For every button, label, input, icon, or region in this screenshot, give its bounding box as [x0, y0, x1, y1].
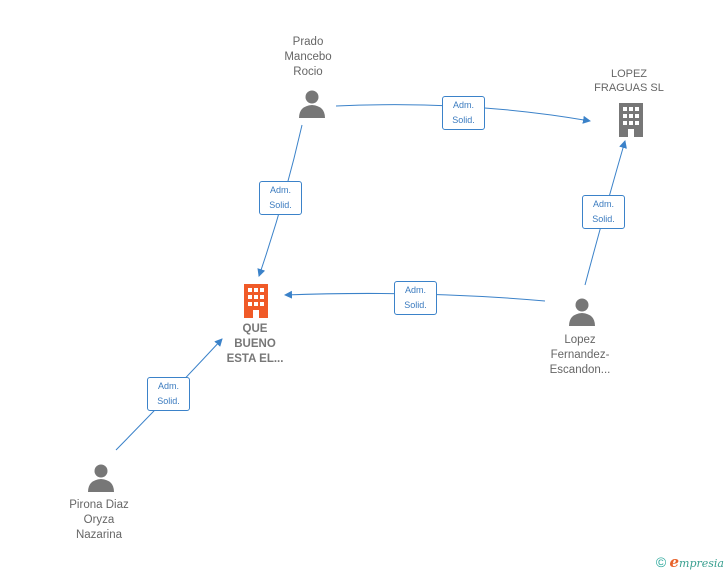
node-lopez-fernandez[interactable]: Lopez Fernandez- Escandon...: [534, 333, 626, 378]
edge-label-prado-que-bueno[interactable]: Adm. Solid.: [259, 181, 302, 215]
empresia-credit[interactable]: © empresia: [656, 553, 724, 571]
edge-label-lopez-fernandez-que-bueno[interactable]: Adm. Solid.: [394, 281, 437, 315]
node-label: Pirona Diaz Oryza Nazarina: [69, 499, 129, 541]
node-pirona[interactable]: Pirona Diaz Oryza Nazarina: [53, 498, 145, 543]
building-icon[interactable]: [616, 103, 646, 137]
edge-label-pirona-que-bueno[interactable]: Adm. Solid.: [147, 377, 190, 411]
copyright-symbol: ©: [655, 554, 667, 570]
edge-label-lopez-fernandez-lopez-fraguas[interactable]: Adm. Solid.: [582, 195, 625, 229]
person-icon[interactable]: [86, 463, 116, 493]
node-que-bueno[interactable]: QUE BUENO ESTA EL...: [213, 322, 297, 367]
person-icon[interactable]: [297, 89, 327, 119]
node-lopez-fraguas[interactable]: LOPEZ FRAGUAS SL: [585, 67, 673, 95]
person-icon[interactable]: [567, 297, 597, 327]
building-icon-highlighted[interactable]: [241, 284, 271, 318]
node-label: Lopez Fernandez- Escandon...: [549, 334, 611, 376]
node-prado[interactable]: Prado Mancebo Rocio: [268, 35, 348, 80]
node-label: LOPEZ FRAGUAS SL: [594, 68, 664, 94]
node-label: Prado Mancebo Rocio: [284, 36, 332, 78]
node-label: QUE BUENO ESTA EL...: [226, 323, 284, 365]
edge-label-prado-lopez-fraguas[interactable]: Adm. Solid.: [442, 96, 485, 130]
empresia-logo: empresia: [669, 553, 724, 571]
